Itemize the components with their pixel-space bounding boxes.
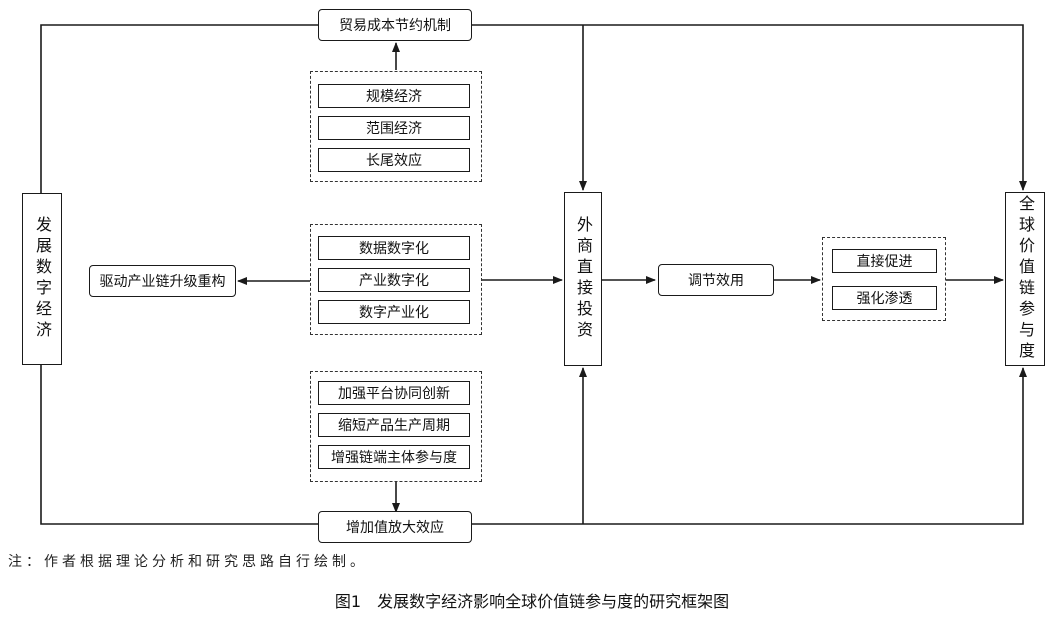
figure-note: 注：作者根据理论分析和研究思路自行绘制。 xyxy=(8,554,368,570)
group-bottom-item: 缩短产品生产周期 xyxy=(318,413,470,437)
bottom-line-left xyxy=(40,365,318,525)
fdi-label: 外商直接投资 xyxy=(574,216,593,342)
group-top-item-label: 范围经济 xyxy=(366,121,422,137)
trade-cost-label: 贸易成本节约机制 xyxy=(339,18,451,34)
value-added-label: 增加值放大效应 xyxy=(346,520,444,536)
group-bottom-item-label: 加强平台协同创新 xyxy=(338,386,450,402)
group-bottom-frame xyxy=(310,371,482,482)
group-mid-frame xyxy=(310,224,482,335)
top-line-right xyxy=(472,24,1027,191)
group-bottom-item: 加强平台协同创新 xyxy=(318,381,470,405)
group-mid-item: 数据数字化 xyxy=(318,236,470,260)
group-top-item-label: 长尾效应 xyxy=(366,153,422,169)
moderation-box: 调节效用 xyxy=(658,264,774,296)
figure-caption: 图1 发展数字经济影响全球价值链参与度的研究框架图 xyxy=(334,592,730,611)
value-added-box: 增加值放大效应 xyxy=(318,511,472,543)
upgrade-box: 驱动产业链升级重构 xyxy=(89,265,236,297)
group-right-frame xyxy=(822,237,946,321)
fdi-box: 外商直接投资 xyxy=(564,192,602,366)
group-bottom-item: 增强链端主体参与度 xyxy=(318,445,470,469)
group-mid-item: 数字产业化 xyxy=(318,300,470,324)
group-right-item-label: 直接促进 xyxy=(856,254,913,270)
group-mid-item-label: 数字产业化 xyxy=(359,305,429,321)
upgrade-label: 驱动产业链升级重构 xyxy=(99,274,226,290)
group-top-frame xyxy=(310,71,482,182)
gvc-participation-label: 全球价值链参与度 xyxy=(1016,195,1035,363)
group-bottom-item-label: 缩短产品生产周期 xyxy=(338,418,450,434)
group-right-item-label: 强化渗透 xyxy=(856,291,913,307)
bottom-line-right xyxy=(472,367,1027,525)
group-mid-item-label: 数据数字化 xyxy=(359,241,429,257)
group-top-item: 规模经济 xyxy=(318,84,470,108)
group-bottom-item-label: 增强链端主体参与度 xyxy=(331,450,457,466)
develop-digital-economy-box: 发展数字经济 xyxy=(22,193,62,365)
trade-cost-box: 贸易成本节约机制 xyxy=(318,9,472,41)
group-top-item: 范围经济 xyxy=(318,116,470,140)
group-top-item: 长尾效应 xyxy=(318,148,470,172)
group-right-item: 强化渗透 xyxy=(832,286,937,310)
gvc-participation-box: 全球价值链参与度 xyxy=(1005,192,1045,366)
group-right-item: 直接促进 xyxy=(832,249,937,273)
group-mid-item-label: 产业数字化 xyxy=(359,273,429,289)
moderation-label: 调节效用 xyxy=(688,273,744,289)
group-top-item-label: 规模经济 xyxy=(366,89,422,105)
group-mid-item: 产业数字化 xyxy=(318,268,470,292)
develop-digital-economy-label: 发展数字经济 xyxy=(33,216,52,342)
top-line-left xyxy=(40,24,318,193)
